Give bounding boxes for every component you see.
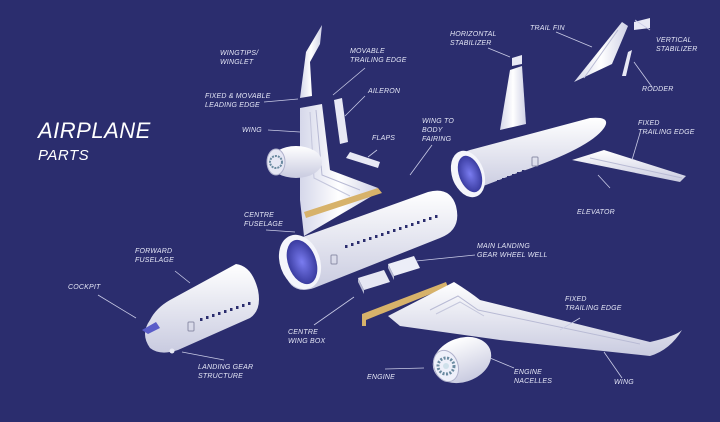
upper-wing-group	[266, 25, 382, 236]
flaps-part	[346, 152, 380, 168]
leader-lines	[97, 19, 653, 379]
label-cockpit: COCKPIT	[68, 284, 101, 291]
label-movable-trailing-edge: MOVABLE TRAILING EDGE	[350, 48, 407, 64]
label-flaps: FLAPS	[372, 135, 396, 142]
diagram-title: AIRPLANE	[38, 118, 151, 143]
wing-box-group	[358, 256, 448, 326]
label-aileron: AILERON	[368, 88, 401, 95]
rodder-part	[622, 50, 632, 76]
winglet-part	[300, 25, 322, 98]
forward-fuselage-group	[142, 264, 259, 354]
upper-wing-part	[300, 104, 378, 236]
label-rodder: RODDER	[642, 86, 674, 93]
label-centre-wing-box: CENTRE WING BOX	[288, 329, 326, 345]
label-elevator: ELEVATOR	[577, 209, 615, 216]
label-horizontal-stabilizer: HORIZONTAL STABILIZER	[450, 31, 497, 47]
label-wing-body-fairing: WING TO BODY FAIRING	[422, 118, 454, 143]
label-fixed-trailing-edge-tail: FIXED TRAILING EDGE	[638, 120, 695, 136]
label-trail-fin: TRAIL FIN	[530, 25, 565, 32]
label-centre-fuselage: CENTRE FUSELAGE	[244, 212, 283, 228]
label-winglet: WINGTIPS/ WINGLET	[220, 50, 259, 66]
upper-engine-part	[266, 146, 322, 178]
label-forward-fuselage: FORWARD FUSELAGE	[135, 248, 174, 264]
lower-engine-part	[432, 336, 492, 384]
label-fixed-trailing-edge-wing: FIXED TRAILING EDGE	[565, 296, 622, 312]
trail-fin-part	[574, 22, 628, 82]
horizontal-stabilizer-tip	[512, 55, 522, 66]
lower-wing-group	[388, 282, 682, 384]
label-landing-gear: LANDING GEAR STRUCTURE	[198, 364, 254, 380]
label-engine: ENGINE	[367, 374, 396, 381]
label-vertical-stabilizer: VERTICAL STABILIZER	[656, 37, 698, 53]
horizontal-stabilizer-part	[500, 66, 526, 130]
label-engine-nacelles: ENGINE NACELLES	[514, 369, 553, 385]
label-main-landing-gear: MAIN LANDING GEAR WHEEL WELL	[477, 243, 548, 259]
label-wing-lower: WING	[614, 379, 634, 386]
diagram-subtitle: PARTS	[38, 147, 90, 164]
label-wing-upper: WING	[242, 127, 262, 134]
rear-fuselage-group	[450, 18, 686, 198]
label-leading-edge: FIXED & MOVABLE LEADING EDGE	[205, 93, 271, 109]
centre-fuselage-group	[278, 190, 458, 290]
aileron-part	[334, 98, 348, 144]
fairing-strip-lower	[362, 282, 448, 326]
fairing-strip-upper	[304, 188, 382, 218]
